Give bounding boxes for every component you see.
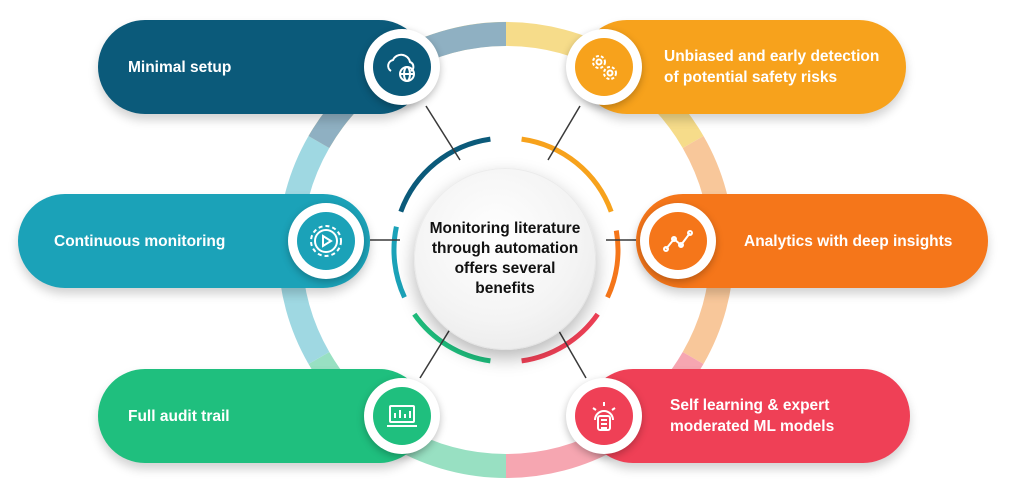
pill-label: Continuous monitoring bbox=[54, 232, 226, 250]
connector-unbiased-detection bbox=[547, 105, 581, 161]
center-title: Monitoring literature through automation… bbox=[429, 220, 581, 297]
icon-badge-unbiased-detection bbox=[566, 29, 642, 105]
pill-label: Minimal setup bbox=[128, 58, 232, 76]
inner-arc-continuous-monitoring bbox=[391, 226, 407, 299]
laptop-chart-icon bbox=[373, 387, 431, 445]
connector-self-learning bbox=[555, 325, 587, 379]
inner-arc-self-learning bbox=[521, 312, 600, 364]
pill-label: Self learning & expert moderated ML mode… bbox=[670, 397, 835, 435]
cloud-globe-icon bbox=[373, 38, 431, 96]
connector-minimal-setup bbox=[425, 105, 461, 161]
gear-play-icon bbox=[297, 212, 355, 270]
line-graph-icon bbox=[649, 212, 707, 270]
inner-arc-full-audit-trail bbox=[412, 312, 491, 364]
brain-circuit-icon bbox=[575, 387, 633, 445]
pill-label: Unbiased and early detection of potentia… bbox=[664, 48, 880, 86]
center-hub: Monitoring literature through automation… bbox=[414, 168, 596, 350]
icon-badge-full-audit-trail bbox=[364, 378, 440, 454]
connector-full-audit-trail bbox=[419, 325, 453, 379]
icon-badge-minimal-setup bbox=[364, 29, 440, 105]
icon-badge-continuous-monitoring bbox=[288, 203, 364, 279]
inner-arc-unbiased-detection bbox=[521, 136, 614, 213]
gears-icon bbox=[575, 38, 633, 96]
inner-arc-analytics bbox=[605, 230, 621, 299]
pill-label: Analytics with deep insights bbox=[744, 232, 953, 250]
inner-arc-minimal-setup bbox=[398, 136, 491, 213]
pill-label: Full audit trail bbox=[128, 407, 230, 425]
icon-badge-self-learning bbox=[566, 378, 642, 454]
icon-badge-analytics bbox=[640, 203, 716, 279]
